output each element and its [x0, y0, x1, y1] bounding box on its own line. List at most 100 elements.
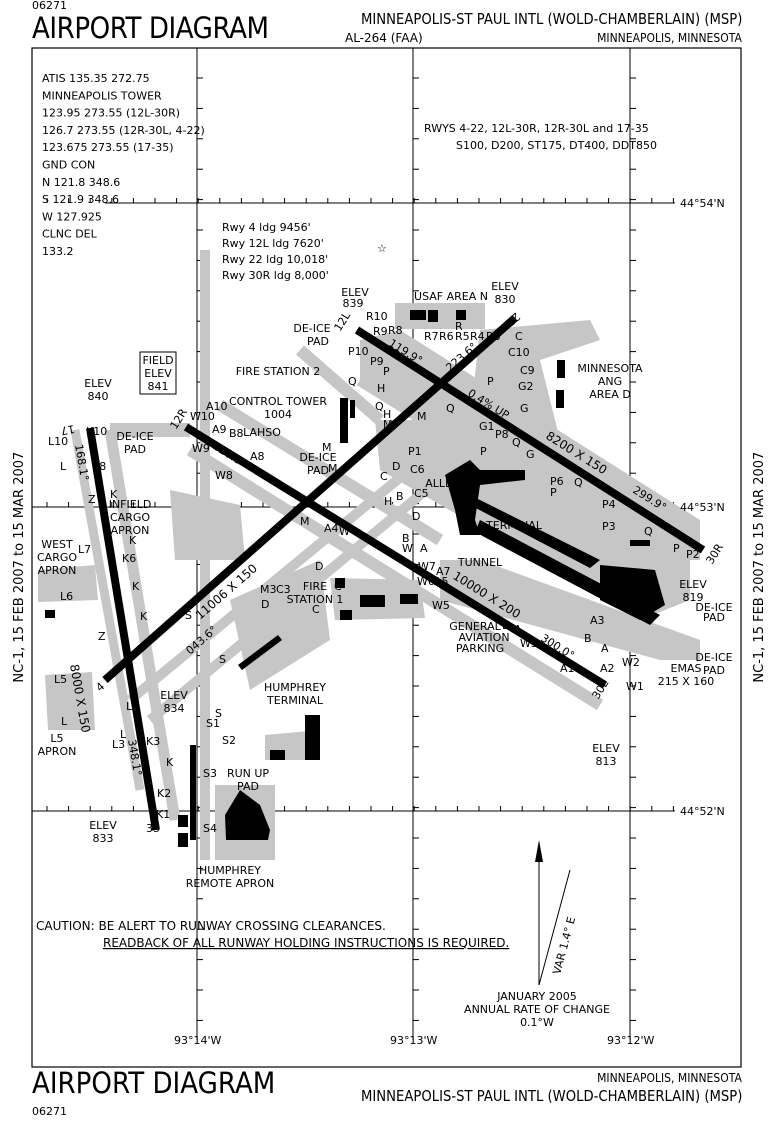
- taxiway-label: R5: [455, 330, 470, 343]
- taxiway-label: L6: [60, 590, 73, 603]
- lon-13: 93°13'W: [390, 1034, 438, 1047]
- elev-label-field: ELEV: [144, 367, 172, 380]
- facility-label-west_cargo: APRON: [38, 564, 77, 577]
- taxiway-label: K8: [92, 460, 106, 473]
- rwy-35-end: 35: [146, 822, 160, 835]
- facility-label-ga: PARKING: [456, 642, 504, 655]
- taxiway-label: C9: [520, 364, 535, 377]
- elev-label-e834: 834: [164, 702, 185, 715]
- elev-label-e813: 813: [596, 755, 617, 768]
- facility-label-west_cargo: WEST: [41, 538, 73, 551]
- taxiway-label: R4: [470, 330, 485, 343]
- elev-label-e839: 839: [343, 297, 364, 310]
- facility-label-remote: REMOTE APRON: [186, 877, 275, 890]
- landing-distance-line: Rwy 4 ldg 9456': [222, 221, 311, 234]
- facility-label-deice_c: DE-ICE: [299, 451, 336, 464]
- frequency-line: ATIS 135.35 272.75: [42, 72, 150, 85]
- facility-label-deice_n: PAD: [307, 335, 329, 348]
- facility-label-remote: HUMPHREY: [199, 864, 261, 877]
- facility-label-terminal: TERMINAL: [485, 519, 543, 532]
- taxiway-label: W6: [417, 575, 435, 588]
- taxiway-label: W9: [192, 442, 210, 455]
- buildings: [45, 310, 665, 847]
- chart-title-bottom: AIRPORT DIAGRAM: [32, 1066, 276, 1100]
- runway-17-35: [86, 427, 160, 831]
- taxiway-label: R6: [439, 330, 454, 343]
- taxiway-label: L3: [112, 738, 125, 751]
- rwy-35-hdg: 348.1°: [125, 738, 144, 777]
- taxiway-label: L4: [126, 700, 139, 713]
- facility-label-deice_nw: DE-ICE: [116, 430, 153, 443]
- taxiway-label: B: [584, 632, 592, 645]
- facility-label-deice_e1: PAD: [703, 611, 725, 624]
- taxiway-label: D: [392, 460, 400, 473]
- caution-line-2: READBACK OF ALL RUNWAY HOLDING INSTRUCTI…: [103, 936, 509, 950]
- runway-12r-30l: [183, 423, 608, 689]
- facility-label-deice_nw: PAD: [124, 443, 146, 456]
- frequency-line: 126.7 273.55 (12R-30L, 4-22): [42, 124, 205, 137]
- taxiway-label: S2: [222, 734, 236, 747]
- taxiway-label: C10: [508, 346, 530, 359]
- taxiway-label: A5: [434, 575, 449, 588]
- taxiway-label: A4: [324, 522, 339, 535]
- facility-label-lahso: LAHSO: [243, 426, 281, 439]
- chart-title: AIRPORT DIAGRAM: [32, 11, 269, 45]
- lat-54: 44°54'N: [680, 197, 725, 210]
- magnetic-north-arrow-icon: [535, 840, 571, 986]
- taxiway-label: P: [673, 542, 680, 555]
- taxiway-label: B: [502, 619, 510, 632]
- taxiway-label: M: [300, 515, 310, 528]
- taxiway-label: A3: [590, 614, 605, 627]
- lat-52: 44°52'N: [680, 805, 725, 818]
- facility-label-humphrey: HUMPHREY: [264, 681, 326, 694]
- taxiway-label: R: [455, 320, 463, 333]
- taxiway-label: C: [515, 330, 523, 343]
- chart-frame: [31, 47, 742, 1068]
- taxiway-label: G: [526, 448, 535, 461]
- frequency-line: MINNEAPOLIS TOWER: [42, 89, 162, 102]
- taxiway-label: K: [166, 756, 174, 769]
- taxiway-label: M: [328, 462, 338, 475]
- taxiway-label: L7: [78, 543, 91, 556]
- taxiway-label: A: [601, 642, 609, 655]
- facility-label-ang: AREA D: [589, 388, 631, 401]
- taxiway-label: L: [60, 460, 67, 473]
- elev-label-e839: ELEV: [341, 286, 369, 299]
- elev-label-e834: ELEV: [160, 689, 188, 702]
- taxiway-label: C: [334, 580, 342, 593]
- mag-rate-label: ANNUAL RATE OF CHANGE: [464, 1003, 610, 1016]
- taxiway-label: P8: [495, 428, 509, 441]
- runway-strength-1: RWYS 4-22, 12L-30R, 12R-30L and 17-35: [424, 122, 649, 135]
- taxiway-label: P: [550, 486, 557, 499]
- taxiway-label: R3: [486, 330, 501, 343]
- airport-name: MINNEAPOLIS-ST PAUL INTL (WOLD-CHAMBERLA…: [360, 10, 742, 28]
- elev-label-e833: 833: [93, 832, 114, 845]
- taxiway-label: H: [384, 495, 392, 508]
- taxiway-label: K3: [146, 735, 160, 748]
- taxiway-label: W3: [520, 637, 538, 650]
- facility-label-tunnel: TUNNEL: [457, 556, 503, 569]
- facility-label-tower: 1004: [264, 408, 292, 421]
- taxiway-label: A8: [250, 450, 265, 463]
- lon-14: 93°14'W: [174, 1034, 222, 1047]
- taxiway-label: K: [129, 534, 137, 547]
- frequency-line: CLNC DEL: [42, 228, 98, 241]
- landing-distance-line: Rwy 30R ldg 8,000': [222, 269, 329, 282]
- taxiway-label: K: [140, 610, 148, 623]
- taxiway-label: H: [377, 382, 385, 395]
- chart-number-bottom: 06271: [32, 1105, 67, 1118]
- frequency-line: 133.2: [42, 245, 74, 258]
- facility-label-ang: MINNESOTA: [577, 362, 643, 375]
- taxiway-label: P: [487, 375, 494, 388]
- taxiway-label: C6: [410, 463, 425, 476]
- taxiway-label: A: [514, 623, 522, 636]
- taxiway-label: C: [380, 470, 388, 483]
- city-state: MINNEAPOLIS, MINNESOTA: [597, 31, 742, 45]
- landing-distance-line: Rwy 22 ldg 10,018': [222, 253, 328, 266]
- taxiway-label: P: [383, 365, 390, 378]
- frequency-line: S 121.9 348.6: [42, 193, 119, 206]
- mag-var: VAR 1.4° E: [550, 915, 578, 975]
- facility-label-deice_n: DE-ICE: [293, 322, 330, 335]
